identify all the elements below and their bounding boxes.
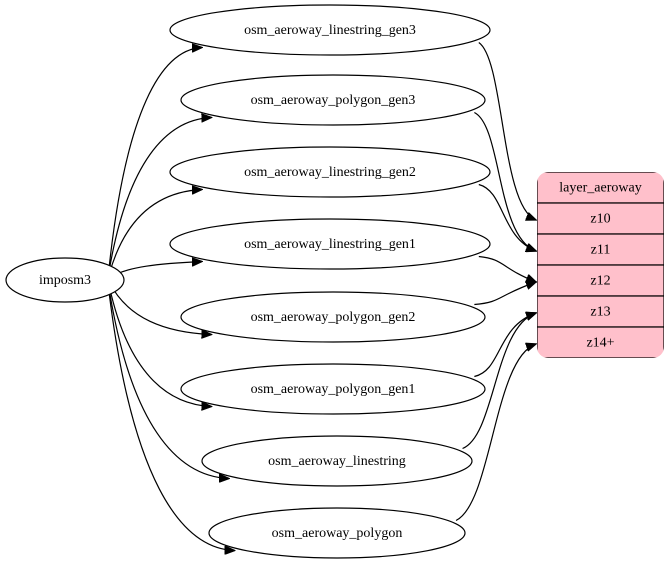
imposm3-ellipse[interactable] bbox=[5, 257, 125, 303]
table-row-label-z11: z11 bbox=[591, 243, 611, 258]
osm_aeroway_polygon_gen2-label: osm_aeroway_polygon_gen2 bbox=[251, 310, 416, 325]
node-imposm3[interactable]: imposm3 bbox=[5, 257, 125, 303]
node-osm_aeroway_linestring_gen1[interactable]: osm_aeroway_linestring_gen1 bbox=[169, 218, 491, 270]
edge-imposm3-to-osm_aeroway_polygon bbox=[108, 293, 234, 551]
osm_aeroway_polygon_gen3-label: osm_aeroway_polygon_gen3 bbox=[251, 93, 416, 108]
layer-aeroway-record-node[interactable]: layer_aeroway z10 z11 z12 z13 z14+ bbox=[537, 172, 664, 358]
edge-osm_aeroway_polygon_gen1-to-z13 bbox=[474, 313, 536, 378]
edge-osm_aeroway_polygon_gen3-to-z11 bbox=[474, 111, 536, 252]
node-osm_aeroway_polygon_gen2[interactable]: osm_aeroway_polygon_gen2 bbox=[180, 291, 486, 343]
edge-imposm3-to-osm_aeroway_polygon_gen2 bbox=[108, 281, 211, 334]
table-row-label-z10: z10 bbox=[590, 212, 610, 227]
node-osm_aeroway_polygon[interactable]: osm_aeroway_polygon bbox=[208, 507, 466, 559]
osm_aeroway_linestring_gen2-ellipse[interactable] bbox=[169, 146, 491, 198]
imposm3-label: imposm3 bbox=[39, 273, 91, 288]
edge-imposm3-to-osm_aeroway_linestring_gen3 bbox=[108, 48, 202, 267]
osm_aeroway_linestring_gen3-label: osm_aeroway_linestring_gen3 bbox=[244, 23, 416, 38]
osm_aeroway_polygon_gen2-ellipse[interactable] bbox=[180, 291, 486, 343]
intermediate-table-nodes: osm_aeroway_linestring_gen3 osm_aeroway_p… bbox=[169, 4, 491, 559]
edge-osm_aeroway_polygon_gen2-to-z12 bbox=[474, 282, 536, 306]
edge-imposm3-to-osm_aeroway_polygon_gen1 bbox=[108, 285, 211, 407]
osm_aeroway_linestring-ellipse[interactable] bbox=[201, 435, 473, 487]
table-header-label: layer_aeroway bbox=[559, 181, 641, 196]
osm_aeroway_polygon-ellipse[interactable] bbox=[208, 507, 466, 559]
node-osm_aeroway_polygon_gen1[interactable]: osm_aeroway_polygon_gen1 bbox=[180, 363, 486, 415]
table-row-label-z12: z12 bbox=[590, 274, 610, 289]
table-cell-z11[interactable] bbox=[537, 233, 664, 266]
edge-imposm3-to-osm_aeroway_polygon_gen3 bbox=[108, 118, 211, 271]
osm_aeroway_linestring_gen1-ellipse[interactable] bbox=[169, 218, 491, 270]
edge-osm_aeroway_linestring_gen1-to-z12 bbox=[478, 255, 536, 283]
edges-to-layer-aeroway bbox=[455, 42, 536, 522]
node-osm_aeroway_polygon_gen3[interactable]: osm_aeroway_polygon_gen3 bbox=[180, 74, 486, 126]
osm_aeroway_polygon_gen3-ellipse[interactable] bbox=[180, 74, 486, 126]
osm_aeroway_polygon-label: osm_aeroway_polygon bbox=[272, 526, 403, 541]
osm_aeroway_polygon_gen1-label: osm_aeroway_polygon_gen1 bbox=[251, 382, 416, 397]
node-osm_aeroway_linestring[interactable]: osm_aeroway_linestring bbox=[201, 435, 473, 487]
node-osm_aeroway_linestring_gen3[interactable]: osm_aeroway_linestring_gen3 bbox=[169, 4, 491, 56]
table-cell-z13[interactable] bbox=[537, 295, 664, 328]
table-row-label-z14+: z14+ bbox=[586, 336, 614, 351]
osm_aeroway_linestring_gen3-ellipse[interactable] bbox=[169, 4, 491, 56]
edge-osm_aeroway_polygon-to-z14+ bbox=[455, 344, 536, 522]
edge-osm_aeroway_linestring_gen3-to-z10 bbox=[478, 42, 536, 221]
edge-osm_aeroway_linestring-to-z13 bbox=[462, 313, 536, 450]
edge-imposm3-to-osm_aeroway_linestring bbox=[108, 289, 229, 479]
node-osm_aeroway_linestring_gen2[interactable]: osm_aeroway_linestring_gen2 bbox=[169, 146, 491, 198]
osm_aeroway_linestring_gen1-label: osm_aeroway_linestring_gen1 bbox=[244, 237, 416, 252]
edge-imposm3-to-osm_aeroway_linestring_gen2 bbox=[108, 190, 202, 275]
edge-osm_aeroway_linestring_gen2-to-z11 bbox=[478, 183, 536, 252]
table-cell-z14+[interactable] bbox=[537, 326, 664, 358]
table-row-label-z13: z13 bbox=[590, 305, 610, 320]
osm_aeroway_linestring-label: osm_aeroway_linestring bbox=[268, 454, 406, 469]
osm_aeroway_polygon_gen1-ellipse[interactable] bbox=[180, 363, 486, 415]
osm_aeroway_linestring_gen2-label: osm_aeroway_linestring_gen2 bbox=[244, 165, 416, 180]
edges-from-imposm3 bbox=[108, 48, 234, 551]
